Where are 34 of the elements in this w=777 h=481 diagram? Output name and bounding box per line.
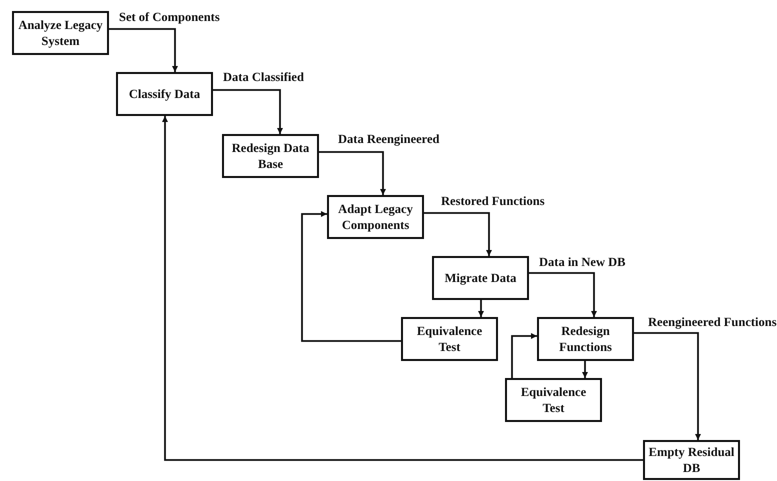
- arrow: [424, 212, 492, 256]
- arrow: [478, 300, 484, 317]
- edge-label: Data Classified: [222, 70, 305, 84]
- process-box: [505, 378, 602, 422]
- arrow: [213, 89, 283, 134]
- box-label: Redesign Data Base: [230, 140, 310, 172]
- process-box: [537, 317, 634, 361]
- arrow: [109, 28, 178, 72]
- edge-label: Reengineered Functions: [647, 315, 777, 329]
- process-box: [12, 11, 109, 55]
- box-label: Migrate Data: [444, 270, 518, 286]
- process-box: [401, 317, 498, 361]
- box-label: Empty Residual DB: [648, 444, 736, 476]
- box-label: Equivalence Test: [416, 323, 484, 355]
- arrow: [162, 116, 643, 461]
- arrow: [582, 361, 588, 378]
- arrow: [511, 333, 537, 378]
- box-label: Redesign Functions: [558, 323, 613, 355]
- process-box: [327, 195, 424, 239]
- arrow: [319, 151, 386, 195]
- process-box: [116, 72, 213, 116]
- process-box: [222, 134, 319, 178]
- box-label: Classify Data: [128, 86, 202, 102]
- arrow: [529, 272, 597, 317]
- edge-label: Data in New DB: [538, 255, 626, 269]
- box-label: Adapt Legacy Components: [337, 201, 414, 233]
- arrow: [301, 211, 401, 342]
- box-label: Equivalence Test: [520, 384, 588, 416]
- arrow: [634, 332, 701, 440]
- edge-label: Restored Functions: [440, 194, 546, 208]
- box-label: Analyze Legacy System: [17, 17, 104, 49]
- edge-label: Set of Components: [118, 10, 221, 24]
- process-box: [432, 256, 529, 300]
- edge-label: Data Reengineered: [337, 132, 440, 146]
